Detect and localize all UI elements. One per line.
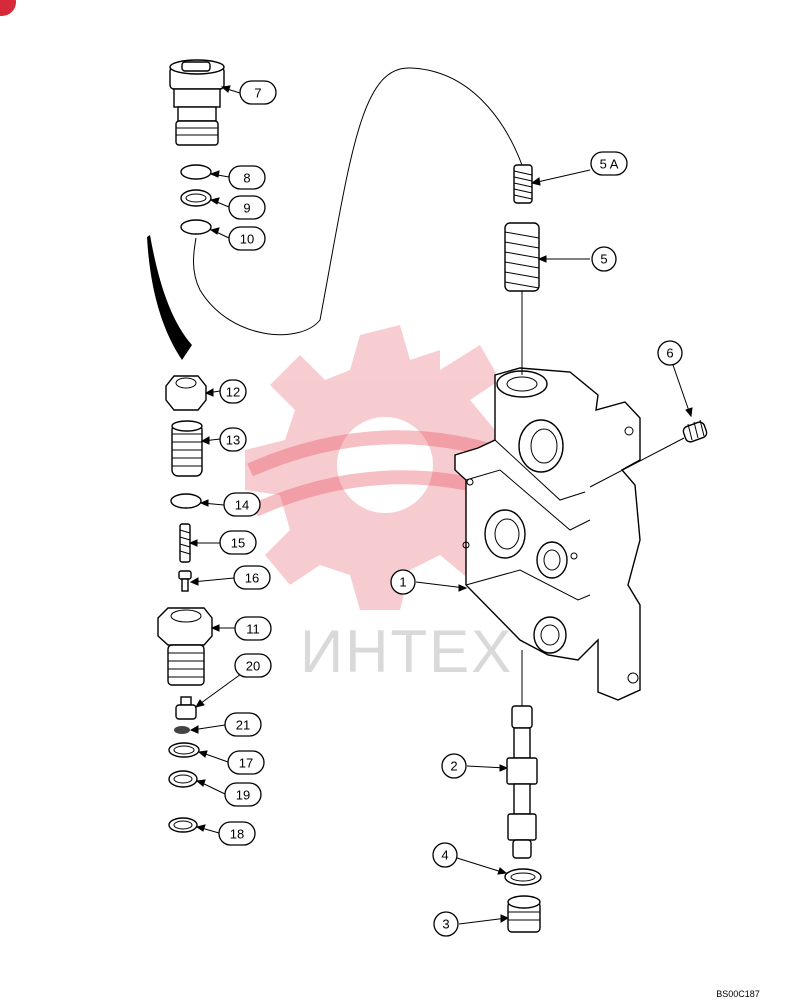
svg-text:17: 17 (239, 756, 253, 771)
svg-text:19: 19 (236, 788, 250, 803)
callout-10: 10 (228, 226, 266, 251)
callout-19: 19 (224, 782, 262, 807)
svg-text:9: 9 (243, 201, 250, 216)
svg-text:2: 2 (450, 759, 457, 774)
fitting-11 (157, 607, 213, 686)
callout-20: 20 (234, 653, 272, 678)
ring-8 (180, 164, 212, 180)
valve-body (454, 367, 641, 701)
svg-text:14: 14 (235, 498, 249, 513)
svg-text:21: 21 (236, 718, 250, 733)
svg-text:7: 7 (254, 86, 261, 101)
svg-text:20: 20 (246, 659, 260, 674)
svg-text:12: 12 (226, 385, 240, 400)
callout-16: 16 (233, 565, 271, 590)
callout-17: 17 (227, 750, 265, 775)
callout-5a: 5 A (590, 151, 628, 176)
svg-text:16: 16 (245, 571, 259, 586)
svg-text:5 A: 5 A (600, 157, 619, 172)
spool-2 (506, 650, 538, 859)
ring-17 (168, 742, 200, 758)
ring-14 (170, 493, 202, 509)
callout-18: 18 (218, 821, 256, 846)
set-screw-6 (682, 419, 708, 443)
spring-5a (513, 164, 533, 204)
cap-3 (507, 895, 541, 933)
svg-text:18: 18 (230, 827, 244, 842)
assembly-arrow-icon (147, 235, 192, 360)
callout-5: 5 (591, 246, 617, 272)
callout-7: 7 (239, 80, 277, 105)
callout-8: 8 (228, 165, 266, 190)
spring-5 (504, 222, 540, 292)
svg-text:1: 1 (399, 575, 406, 590)
pin-16 (178, 570, 192, 592)
callout-9: 9 (228, 195, 266, 220)
callout-14: 14 (223, 492, 261, 517)
svg-text:11: 11 (246, 622, 260, 637)
svg-text:4: 4 (441, 848, 448, 863)
ring-18 (168, 817, 198, 833)
leader-lines (188, 85, 693, 925)
svg-text:3: 3 (442, 917, 449, 932)
ring-4 (504, 868, 542, 886)
callout-6: 6 (657, 340, 683, 366)
callout-15: 15 (219, 530, 257, 555)
watermark-text: ИНТЕХ (300, 618, 513, 685)
svg-text:10: 10 (240, 232, 254, 247)
nut-12 (165, 375, 207, 411)
corner-badge-icon (0, 0, 16, 16)
spring-15 (179, 523, 191, 563)
relief-valve-7 (169, 59, 225, 146)
threaded-body-13 (171, 420, 203, 477)
screen-21 (174, 726, 190, 734)
ring-10 (180, 219, 212, 235)
drawing-code: BS00C187 (716, 989, 760, 999)
callout-13: 13 (219, 427, 247, 452)
connector-wire (193, 67, 523, 336)
callout-2: 2 (441, 753, 467, 779)
ring-19 (168, 770, 198, 788)
callout-11: 11 (234, 616, 272, 641)
callout-1: 1 (390, 569, 416, 595)
ring-9 (185, 193, 207, 203)
svg-text:6: 6 (666, 346, 673, 361)
svg-text:5: 5 (600, 252, 607, 267)
callout-4: 4 (432, 842, 458, 868)
callout-3: 3 (433, 911, 459, 937)
callout-12: 12 (219, 379, 247, 404)
svg-text:8: 8 (243, 171, 250, 186)
svg-text:15: 15 (231, 536, 245, 551)
callout-21: 21 (224, 712, 262, 737)
svg-text:13: 13 (226, 433, 240, 448)
piston-20 (175, 696, 197, 720)
watermark-gear-icon (245, 325, 520, 610)
